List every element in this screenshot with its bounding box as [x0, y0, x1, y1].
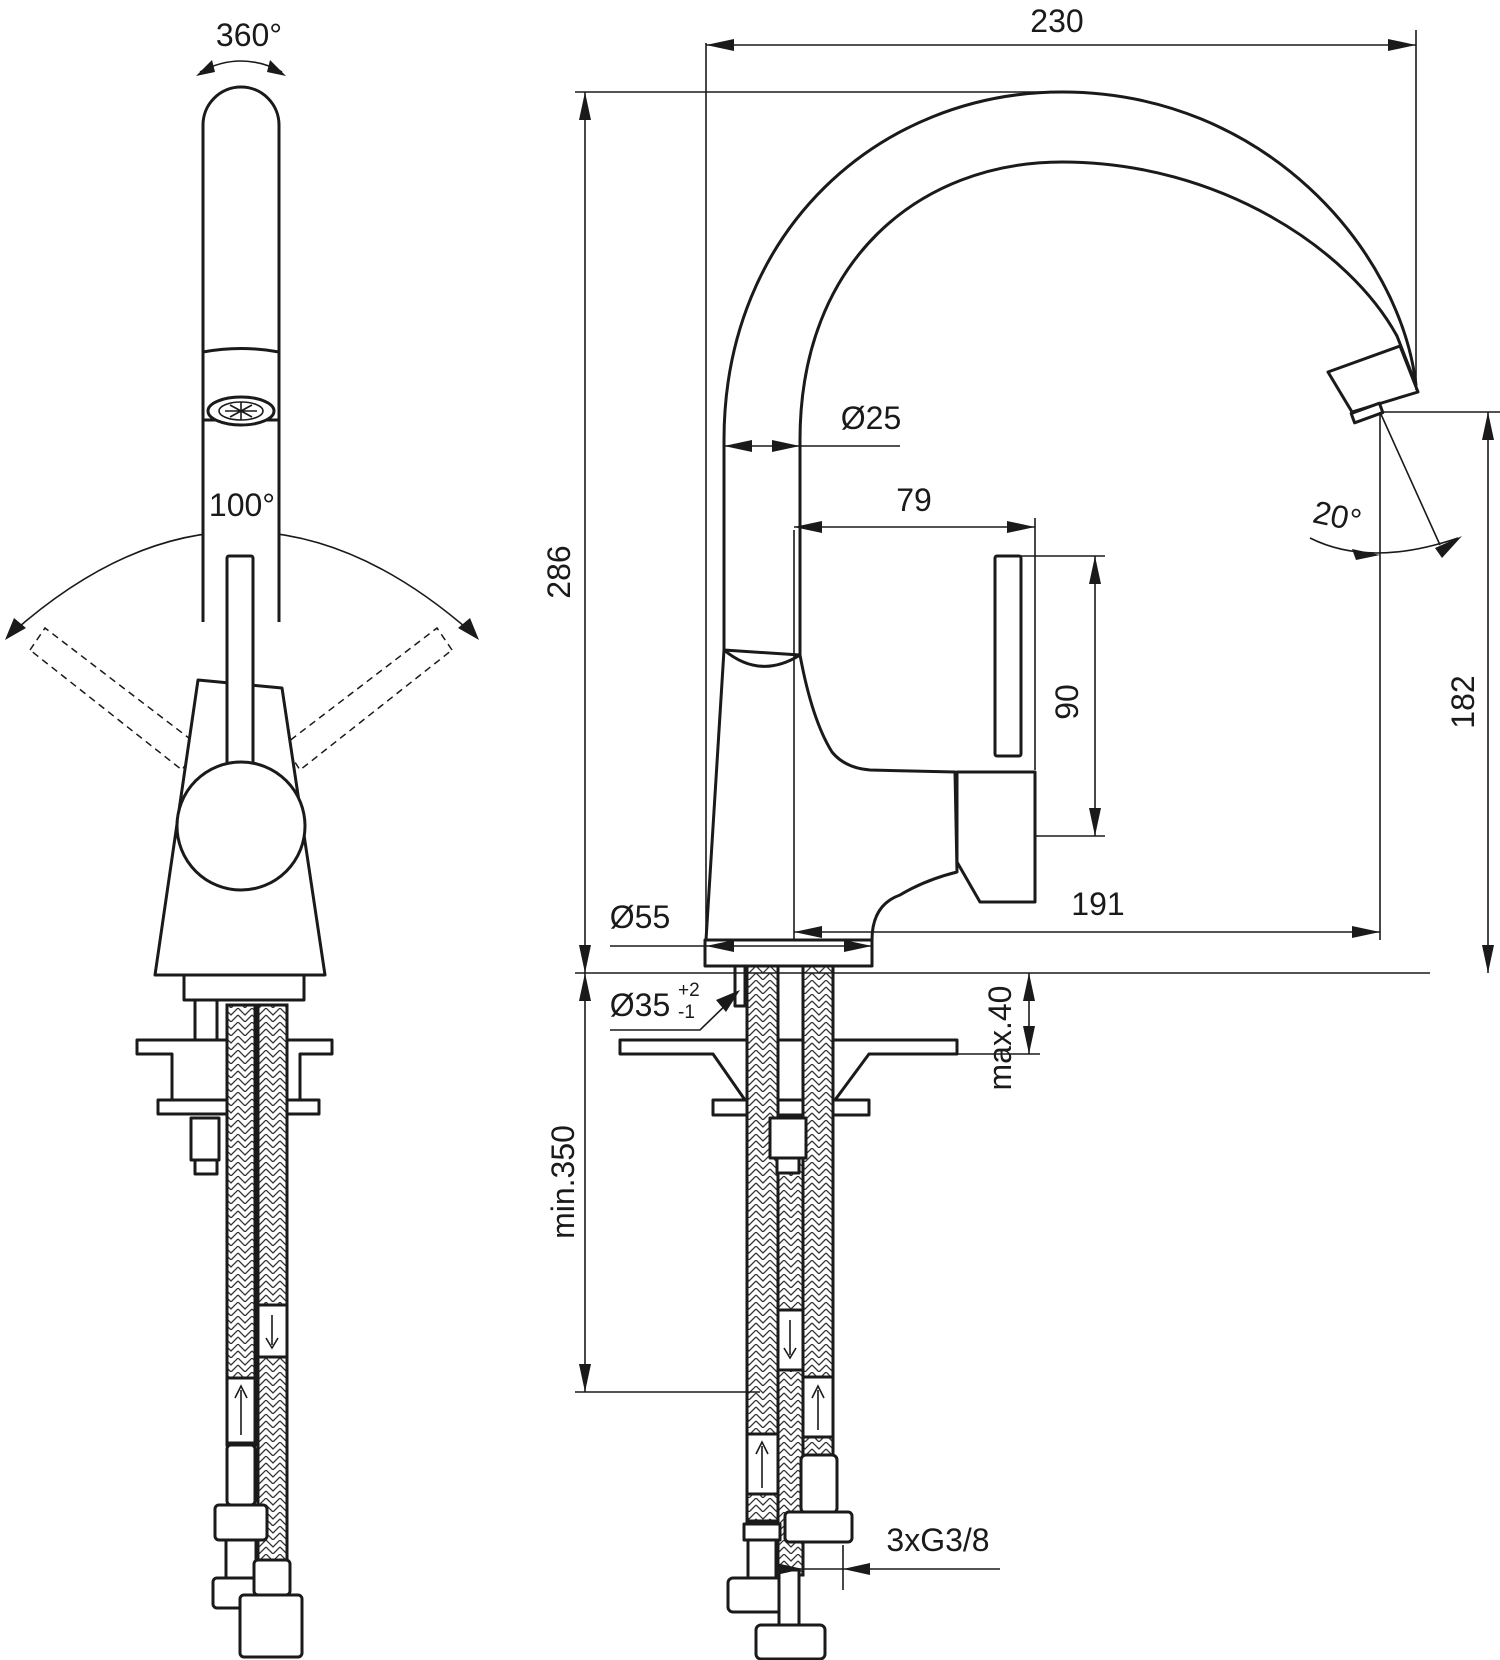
aerator-icon	[206, 395, 276, 427]
rotation-arrow-icon	[196, 60, 286, 76]
rotation-label: 360°	[216, 17, 282, 53]
front-view: 360°	[5, 17, 479, 1659]
stud-end-front	[193, 1158, 219, 1176]
arrow-down-icon	[783, 1320, 797, 1360]
height-label: 286	[541, 545, 577, 598]
arrow-up-icon	[811, 1384, 825, 1430]
lever-hub	[175, 760, 307, 892]
width-label: 230	[1030, 3, 1083, 39]
washer-side	[711, 1098, 871, 1117]
lever-offset-label: 79	[896, 482, 932, 518]
hose-fittings-front	[211, 1443, 304, 1659]
arrow-up-icon	[755, 1440, 769, 1488]
lever-side	[993, 554, 1023, 758]
stud-front	[193, 998, 219, 1042]
lever-height-label: 90	[1049, 684, 1085, 720]
max-thickness-label: max.40	[982, 986, 1018, 1091]
outlet-height-label: 182	[1445, 675, 1481, 728]
arrow-up-icon	[234, 1384, 248, 1435]
body-side	[704, 648, 959, 942]
hose-fittings-side	[726, 1453, 854, 1660]
reach-label: 191	[1071, 886, 1124, 922]
hole-tolerance-plus: +2	[678, 980, 700, 1001]
aerator-side-icon	[1326, 344, 1420, 425]
lever-front	[225, 554, 255, 788]
hose-front-2	[256, 1003, 289, 1562]
spout-diameter-label: Ø25	[841, 400, 901, 436]
stud-nut-side	[768, 1116, 808, 1160]
base-ring-front	[182, 973, 306, 1002]
spout-side	[722, 90, 1418, 657]
lever-swing-label: 100°	[209, 487, 275, 523]
hose-side-3	[801, 964, 835, 1458]
min-hose-length-label: min.350	[545, 1125, 581, 1239]
hole-diameter-label: Ø35	[610, 987, 670, 1023]
side-view	[618, 90, 1420, 1660]
lever-block	[955, 770, 1037, 904]
stud-nut-front	[189, 1116, 221, 1162]
outlet-angle-label: 20°	[1310, 494, 1365, 539]
base-diameter-label: Ø55	[610, 899, 670, 935]
hose-front-1	[225, 1003, 257, 1447]
stud-end-side	[775, 1156, 801, 1175]
arrow-down-icon	[265, 1315, 279, 1350]
hole-tolerance-minus: -1	[678, 1002, 695, 1023]
stud-side	[733, 964, 747, 1008]
mounting-plate-side	[618, 1038, 959, 1102]
connections-label: 3xG3/8	[886, 1522, 989, 1558]
dimension-lines	[575, 30, 1500, 1590]
